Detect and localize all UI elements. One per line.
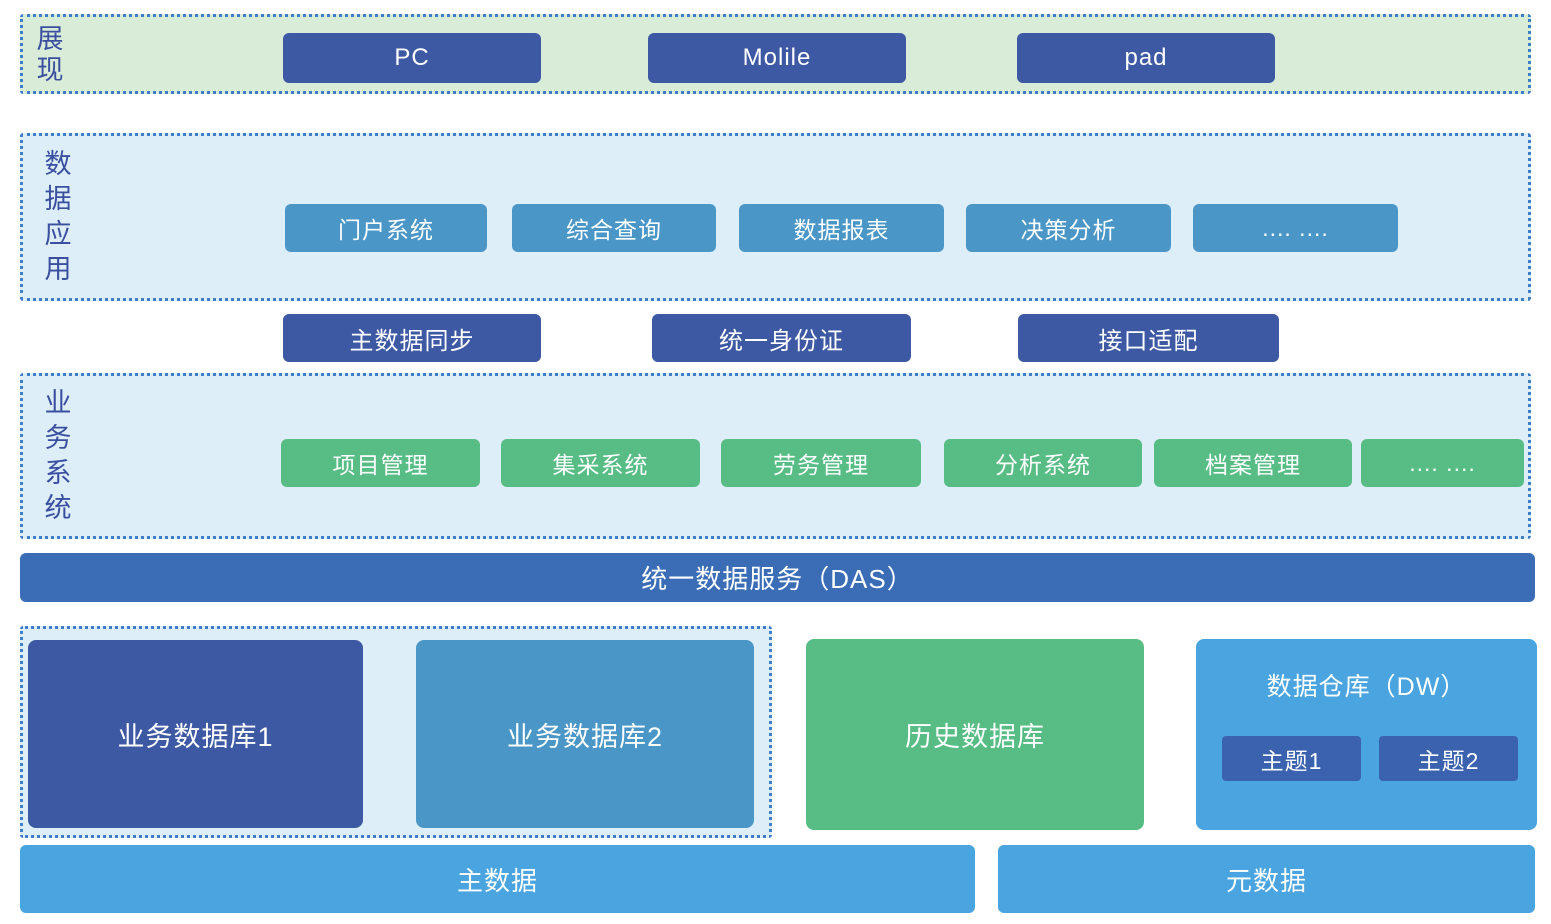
block-labor-management: 劳务管理: [721, 439, 921, 487]
block-project-management: 项目管理: [281, 439, 480, 487]
block-procurement-system: 集采系统: [501, 439, 700, 487]
block-master-data-sync: 主数据同步: [283, 314, 541, 362]
block-unified-identity: 统一身份证: [652, 314, 911, 362]
block-more-systems: .... ....: [1361, 439, 1524, 487]
block-more-applications: .... ....: [1193, 204, 1398, 252]
presentation-zone-label: 展现: [36, 24, 64, 85]
business-db-1: 业务数据库1: [28, 640, 363, 828]
block-mobile: Molile: [648, 33, 906, 83]
block-archive-management: 档案管理: [1154, 439, 1352, 487]
block-decision-analysis: 决策分析: [966, 204, 1171, 252]
block-portal-system: 门户系统: [285, 204, 487, 252]
block-pc: PC: [283, 33, 541, 83]
block-interface-adapter: 接口适配: [1018, 314, 1279, 362]
das-service-bar: 统一数据服务（DAS）: [20, 553, 1535, 602]
master-data-bar: 主数据: [20, 845, 975, 913]
business-systems-zone-label: 业务系统: [44, 388, 72, 523]
data-warehouse: 数据仓库（DW）: [1196, 639, 1537, 830]
dw-topic-2: 主题2: [1379, 736, 1518, 781]
metadata-bar: 元数据: [998, 845, 1535, 913]
block-pad: pad: [1017, 33, 1275, 83]
dw-topic-1: 主题1: [1222, 736, 1361, 781]
block-data-report: 数据报表: [739, 204, 944, 252]
block-analysis-system: 分析系统: [944, 439, 1142, 487]
data-warehouse-title: 数据仓库（DW）: [1266, 673, 1467, 701]
history-db: 历史数据库: [806, 639, 1144, 830]
business-db-2: 业务数据库2: [416, 640, 754, 828]
data-application-zone-label: 数据应用: [44, 149, 72, 284]
block-integrated-query: 综合查询: [512, 204, 716, 252]
